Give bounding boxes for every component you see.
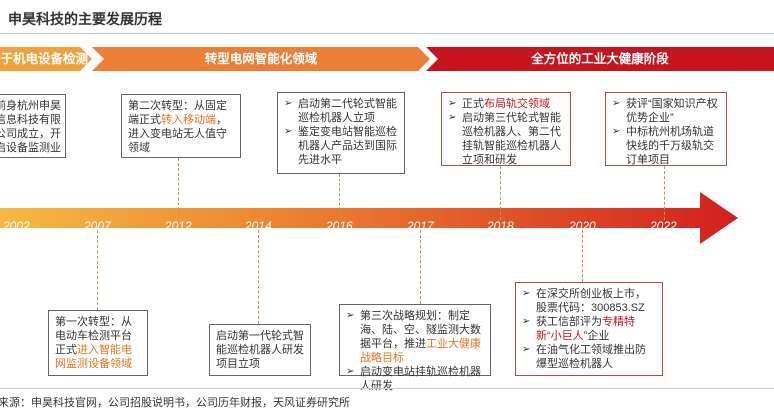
connector-2017 (420, 230, 421, 304)
phase-label: 求于机电设备检测 (0, 52, 89, 66)
year-label: 2016 (326, 219, 353, 233)
event-2018-item1-pre: 正式 (462, 98, 484, 110)
event-2002-text: 前身杭州申昊信息科技有限公司成立，开启设备监测业务 (0, 100, 61, 157)
source-divider (0, 388, 774, 389)
timeline-arrow (0, 192, 738, 244)
connector-2012 (178, 158, 179, 220)
event-2016: 启动第二代轮式智能巡检机器人立项 鉴定变电站智能巡检机器人产品达到国际先进水平 (277, 92, 405, 174)
event-2017-highlight: 工业大健康战略目标 (360, 338, 481, 364)
event-2017-item: 启动变电站挂轨巡检机器人研发 (346, 365, 484, 393)
connector-2018 (500, 166, 501, 220)
event-2020-highlight: 专精特新“小巨人” (536, 316, 635, 342)
phase-label: 全方位的工业大健康阶段 (531, 52, 669, 66)
year-label: 2017 (407, 219, 434, 233)
connector-2020 (582, 230, 583, 282)
page-title: 申昊科技的主要发展历程 (8, 11, 162, 27)
event-2002: 前身杭州申昊信息科技有限公司成立，开启设备监测业务 (0, 94, 66, 158)
event-2017-item: 第三次战略规划：制定海、陆、空、隧监测大数据平台，推进工业大健康战略目标 (346, 309, 484, 365)
timeline-arrow-shape (0, 192, 738, 244)
event-2022: 获评“国家知识产权优势企业” 中标杭州机场轨道快线的千万级轨交订单项目 (605, 92, 727, 166)
event-2017: 第三次战略规划：制定海、陆、空、隧监测大数据平台，推进工业大健康战略目标 启动变… (339, 304, 491, 392)
event-2007-highlight: 进入智能电网监测设备领域 (55, 344, 132, 370)
event-2018-highlight: 布局轨交领域 (484, 98, 550, 110)
event-2007-text-pre: 第一次转型：从电动车检测平台正式 (55, 316, 132, 356)
event-2016-item: 鉴定变电站智能巡检机器人产品达到国际先进水平 (284, 125, 398, 167)
event-2016-item: 启动第二代轮式智能巡检机器人立项 (284, 97, 398, 125)
event-2020-item: 在油气化工领域推出防爆型巡检机器人 (522, 343, 656, 371)
year-label: 2007 (84, 219, 111, 233)
event-2012: 第二次转型：从固定端正式转入移动端，进入变电站无人值守领域 (121, 94, 241, 158)
event-2007: 第一次转型：从电动车检测平台正式进入智能电网监测设备领域 (48, 310, 148, 376)
event-2014-text: 启动第一代轮式智能巡检机器人研发项目立项 (216, 330, 304, 370)
event-2014: 启动第一代轮式智能巡检机器人研发项目立项 (209, 324, 311, 376)
event-2017-item1: 第三次战略规划：制定海、陆、空、隧监测大数据平台，推进 (360, 310, 481, 350)
event-2020-item2-post: 企业 (587, 330, 610, 342)
year-label: 2020 (569, 219, 596, 233)
event-2022-item: 获评“国家知识产权优势企业” (612, 97, 720, 125)
phase-banner-industrial: 全方位的工业大健康阶段 (426, 47, 774, 71)
year-label: 2012 (165, 219, 192, 233)
connector-2016 (339, 174, 340, 220)
phase-banner-mechanical: 求于机电设备检测 (0, 47, 92, 71)
event-2022-item: 中标杭州机场轨道快线的千万级轨交订单项目 (612, 125, 720, 167)
year-label: 2022 (650, 219, 677, 233)
title-divider (0, 33, 774, 34)
event-2020: 在深交所创业板上市，股票代码：300853.SZ 获工信部评为专精特新“小巨人”… (515, 282, 663, 376)
event-2018-item: 正式布局轨交领域 (448, 97, 564, 111)
connector-2007 (97, 230, 98, 310)
event-2020-item: 在深交所创业板上市，股票代码：300853.SZ (522, 287, 656, 315)
event-2012-text-pre: 第二次转型：从固定端正式 (128, 100, 227, 126)
event-2012-text-post: ，进入变电站无人值守领域 (128, 114, 227, 154)
source-note: 资料来源：申昊科技官网，公司招股说明书，公司历年财报，天风证券研究所 (0, 397, 350, 409)
connector-2014 (258, 230, 259, 324)
event-2012-highlight: 转入移动端 (161, 114, 216, 126)
event-2018: 正式布局轨交领域 启动第三代轮式智能巡检机器人、第二代挂轨智能巡检机器人立项和研… (441, 92, 571, 166)
phase-label: 转型电网智能化领域 (204, 52, 318, 66)
phase-banner-grid: 转型电网智能化领域 (92, 47, 430, 71)
connector-2022 (664, 166, 665, 220)
event-2018-item: 启动第三代轮式智能巡检机器人、第二代挂轨智能巡检机器人立项和研发 (448, 111, 564, 167)
event-2020-item: 获工信部评为专精特新“小巨人”企业 (522, 315, 656, 343)
year-label: 2002 (3, 219, 30, 233)
year-label: 2014 (245, 219, 272, 233)
event-2020-item2-pre: 获工信部评为 (536, 316, 602, 328)
year-label: 2018 (487, 219, 514, 233)
